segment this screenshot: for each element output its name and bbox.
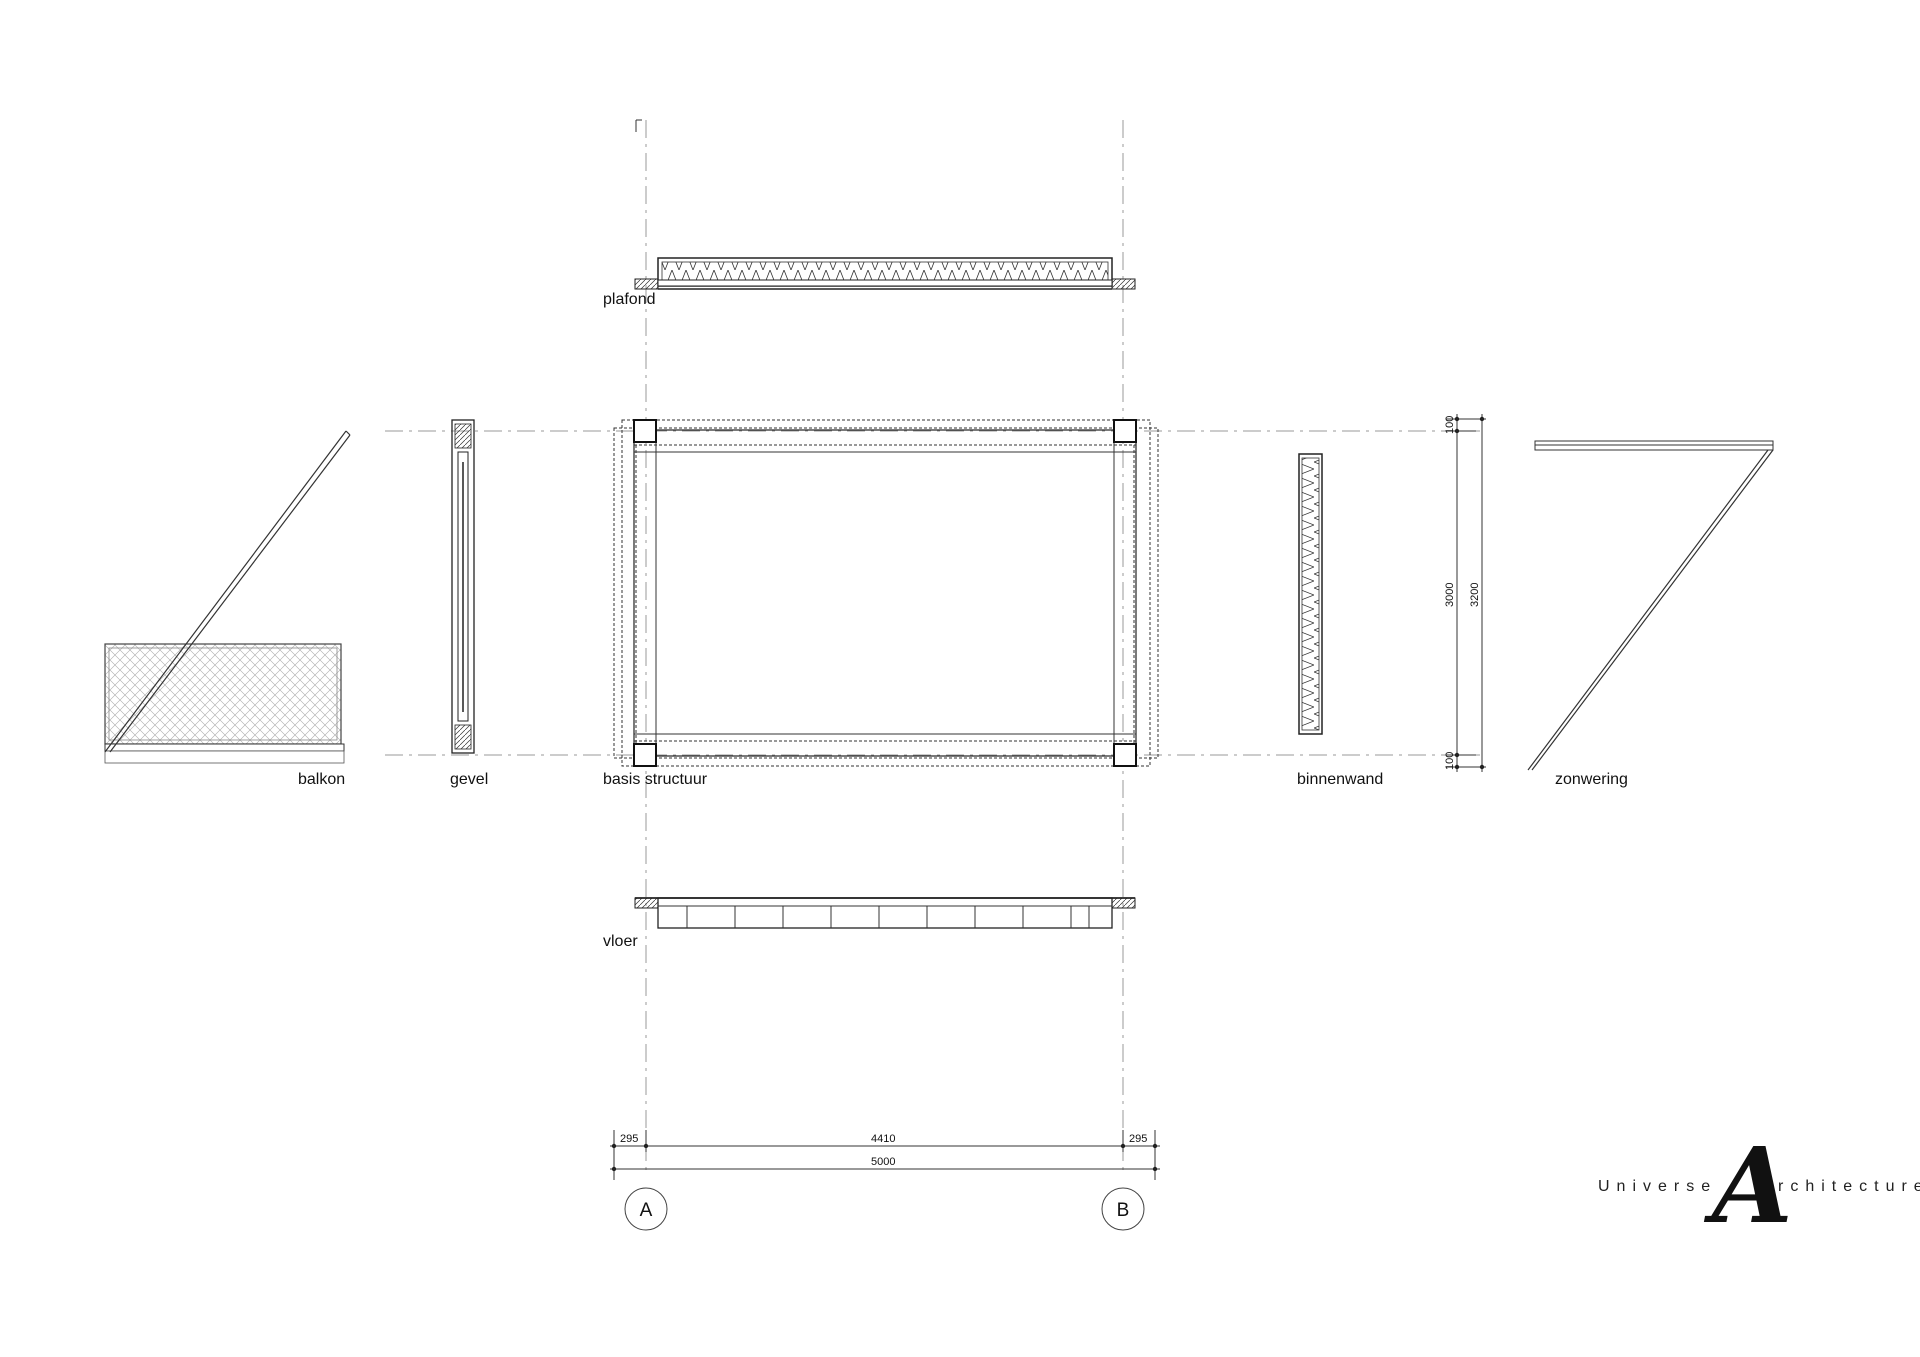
balkon-element: balkon [104,430,351,788]
axis-label-b: B [1117,1200,1130,1221]
grid-axis-b: B [1101,1187,1145,1231]
vloer-element: vloer [603,897,1136,950]
vertical-dimension: 100 3000 3200 100 [1444,414,1486,772]
universe-architecture-logo: Universe A rchitecture [1598,1124,1920,1247]
dim-bottom-offset: 100 [1444,752,1456,770]
dim-span: 4410 [871,1133,895,1145]
floor-joists [686,906,1090,928]
dim-total-height: 3200 [1469,583,1481,607]
basis-structuur-element: basis structuur [603,419,1159,788]
dim-left-offset: 295 [620,1133,638,1145]
zonwering-element: zonwering [1527,440,1774,788]
plafond-element: plafond [603,257,1136,308]
grid-lines [385,119,1480,1175]
binnenwand-element: binnenwand [1297,453,1383,788]
gevel-element: gevel [450,419,488,788]
grid-axis-a: A [624,1187,668,1231]
axis-label-a: A [640,1200,653,1221]
label-plafond: plafond [603,291,656,308]
dim-right-offset: 295 [1129,1133,1147,1145]
logo-initial: A [1703,1124,1793,1247]
label-vloer: vloer [603,933,638,950]
horizontal-dimension: 295 4410 295 5000 [610,1130,1160,1180]
dim-top-offset: 100 [1444,416,1456,434]
label-gevel: gevel [450,771,488,788]
logo-text-universe: Universe [1598,1178,1717,1195]
label-binnenwand: binnenwand [1297,771,1383,788]
dim-inner-height: 3000 [1444,583,1456,607]
logo-text-architecture: rchitecture [1778,1178,1920,1195]
label-balkon: balkon [298,771,345,788]
dim-total-width: 5000 [871,1156,895,1168]
label-zonwering: zonwering [1555,771,1628,788]
label-basis-structuur: basis structuur [603,771,708,788]
